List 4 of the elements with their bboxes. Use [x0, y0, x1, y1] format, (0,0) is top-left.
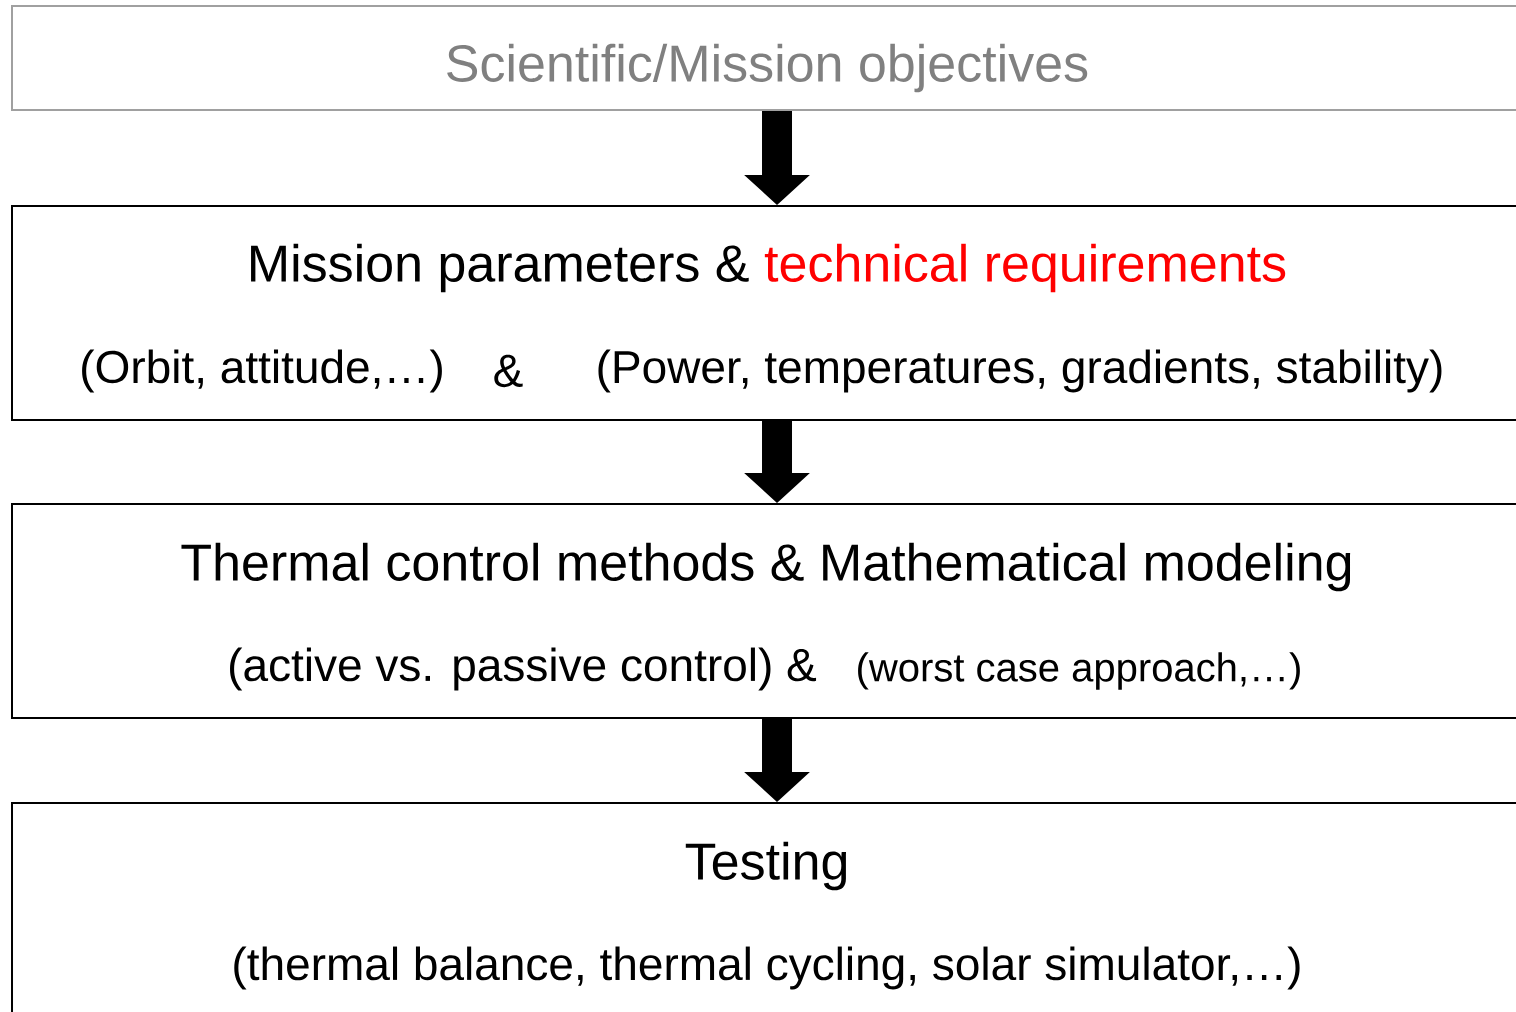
process-box: Mission parameters & technical requirements (Orbit, attitude,…) & (Power, temperatures, gradients, stability) [11, 205, 1516, 421]
process-box: Scientific/Mission objectives [11, 5, 1516, 111]
process-box: Thermal control methods & Mathematical modeling (active vs. passive control) & (worst case approach,…) [11, 503, 1516, 719]
process-box: Testing (thermal balance, thermal cycling, solar simulator,…) [11, 802, 1516, 1012]
